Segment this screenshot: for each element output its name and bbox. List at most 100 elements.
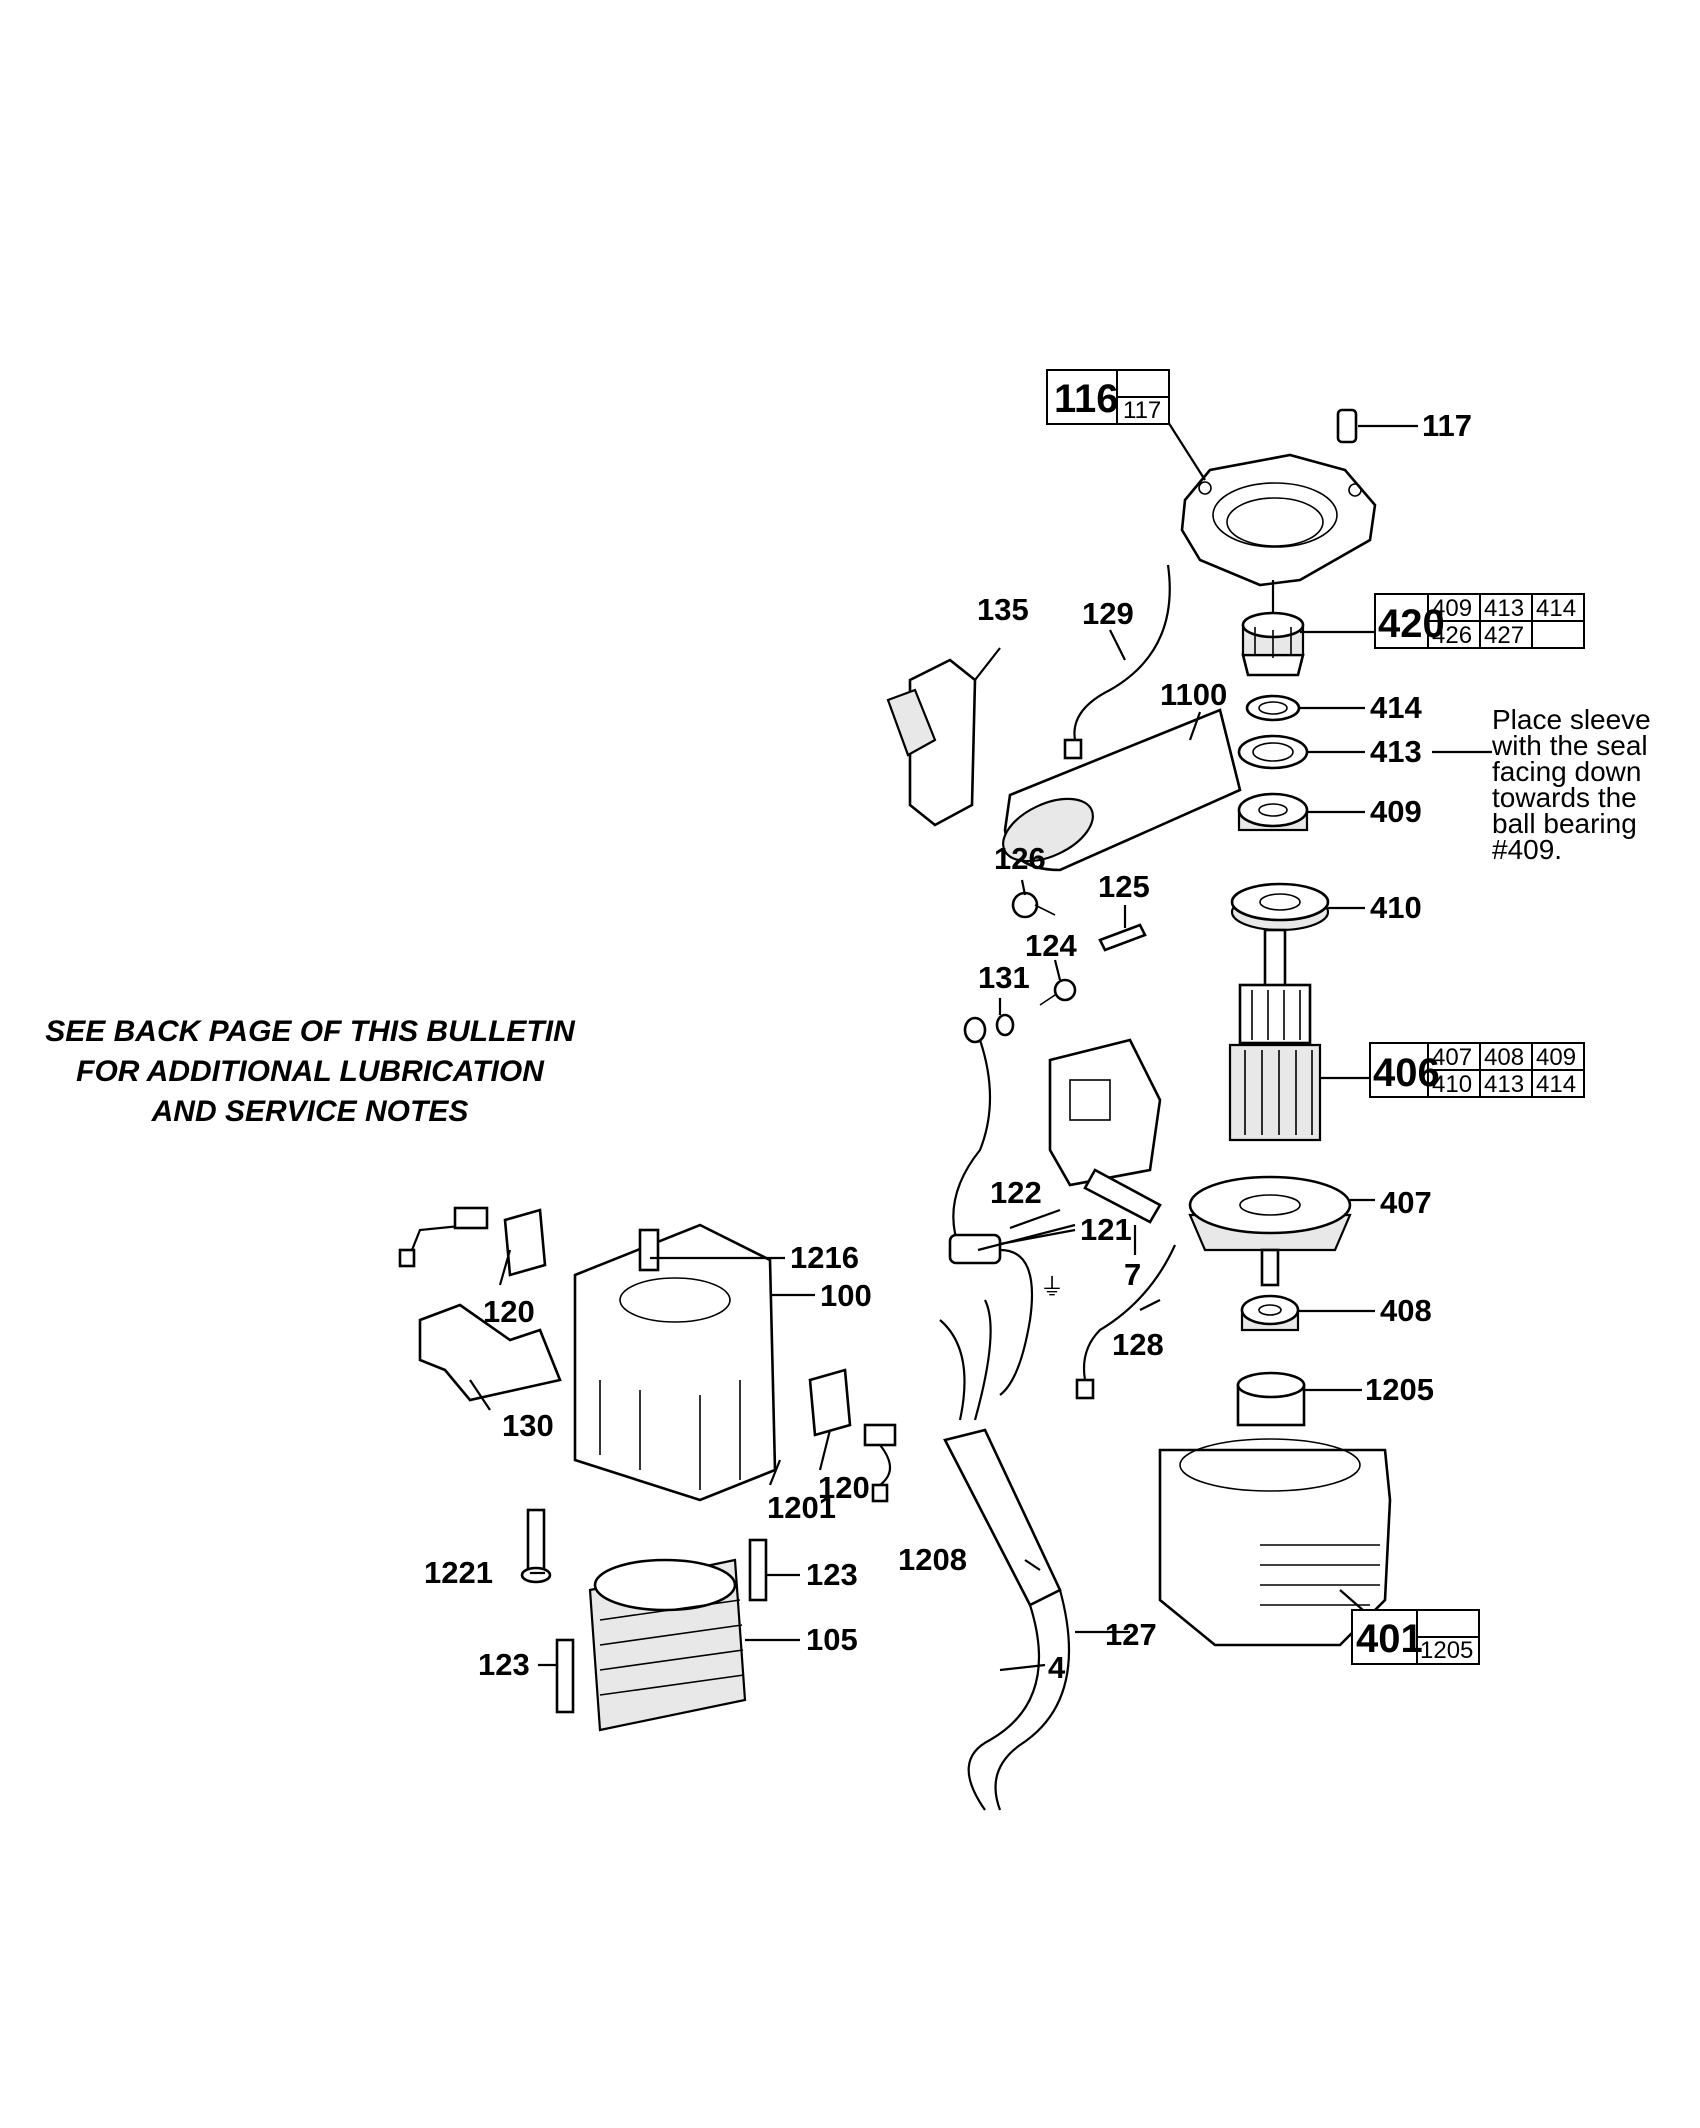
kit-box-406: 406 407 408 409 410 413 414 [1369,1042,1585,1098]
sleeve-note-line-1: Place sleeve [1492,704,1651,735]
bulletin-note-line-3: AND SERVICE NOTES [151,1095,469,1128]
label-4: 4 [1048,1650,1066,1685]
field-coil-part [588,1558,747,1732]
kit-116-main: 116 [1054,377,1119,421]
kit-420-sub-3: 414 [1536,595,1576,622]
sleeve-part [1237,734,1309,770]
sleeve-note: Place sleeve with the seal facing down t… [1492,704,1692,865]
label-408: 408 [1380,1293,1432,1328]
kit-420-main: 420 [1378,602,1445,646]
kit-box-420: 420 409 413 414 426 427 [1374,593,1585,649]
kit-box-116: 116 117 [1046,369,1170,425]
label-117: 117 [1422,408,1472,443]
label-409: 409 [1370,794,1422,829]
label-1208: 1208 [898,1542,967,1577]
armature-part [1228,928,1322,1142]
gear-part [1241,580,1305,677]
label-129: 129 [1082,596,1134,631]
kit-406-sub-6: 414 [1536,1071,1576,1098]
kit-406-main: 406 [1373,1051,1440,1095]
screw-1221-part [520,1508,552,1584]
brush-holder-120-left-part [398,1206,547,1277]
label-1216: 1216 [790,1240,859,1275]
kit-420-sub-5: 427 [1484,622,1524,649]
label-123-lower: 123 [478,1647,530,1682]
ground-symbol: ⏚ [1040,1274,1064,1301]
sleeve-note-line-4: towards the [1492,782,1637,813]
label-407: 407 [1380,1185,1432,1220]
label-100: 100 [820,1278,872,1313]
lower-bearing-part [1240,1294,1300,1332]
switch-part [886,658,977,827]
label-1201: 1201 [767,1490,836,1525]
lead-wire-129-part [1063,564,1171,760]
bulletin-note: SEE BACK PAGE OF THIS BULLETIN FOR ADDIT… [30,1012,590,1132]
label-126: 126 [994,841,1046,876]
kit-401-sub-1: 1205 [1420,1637,1473,1664]
label-105: 105 [806,1622,858,1657]
pin-7-part [1083,1168,1162,1224]
kit-box-401: 401 1205 [1351,1609,1480,1665]
label-124: 124 [1025,928,1077,963]
clamp-part [1098,923,1147,952]
clip-123-upper-part [748,1538,768,1602]
brush-frame-part [1048,1038,1162,1187]
kit-116-sub-1: 117 [1123,397,1161,424]
label-414: 414 [1370,690,1422,725]
label-410: 410 [1370,890,1422,925]
clip-123-lower-part [555,1638,575,1714]
label-122: 122 [990,1175,1042,1210]
kit-420-sub-1: 409 [1432,595,1472,622]
sleeve-note-line-5: ball bearing [1492,808,1637,839]
label-128: 128 [1112,1327,1164,1362]
gear-case-cover-part [1180,453,1377,587]
label-1100: 1100 [1160,677,1227,712]
connector-121-part: ⏚ [948,1233,1064,1396]
label-131: 131 [978,960,1030,995]
ball-bearing-part [1237,792,1309,832]
screw-126-part [1011,891,1056,919]
power-cord-part [967,1589,1071,1811]
label-121: 121 [1080,1212,1132,1247]
kit-406-sub-4: 410 [1432,1071,1472,1098]
washers-131-part [963,1013,1015,1044]
part-labels: 117 135 129 1100 414 413 409 126 125 410… [424,408,1472,1685]
handle-part [1002,708,1242,872]
bulletin-note-line-2: FOR ADDITIONAL LUBRICATION [76,1055,544,1088]
label-127: 127 [1105,1617,1157,1652]
lead-wire-128-part [1075,1244,1177,1400]
sleeve-note-line-2: with the seal [1492,730,1648,761]
kit-406-sub-5: 413 [1484,1071,1524,1098]
armature-gear-part [1188,1175,1352,1287]
brush-bracket-part [418,1303,562,1402]
label-7: 7 [1124,1257,1141,1292]
bearing-plate-part [1230,882,1330,932]
bushing-part [1236,1371,1306,1427]
label-135: 135 [977,592,1029,627]
sleeve-note-line-3: facing down [1492,756,1642,787]
kit-406-sub-3: 409 [1536,1044,1576,1071]
kit-406-sub-2: 408 [1484,1044,1524,1071]
bulletin-note-line-1: SEE BACK PAGE OF THIS BULLETIN [45,1015,575,1048]
label-125: 125 [1098,869,1150,904]
field-housing-part [573,1223,777,1502]
washer-part [1245,694,1301,722]
wire-122-part [952,1039,992,1251]
kit-406-sub-1: 407 [1432,1044,1472,1071]
pin-part [1336,408,1358,444]
label-123-upper: 123 [806,1557,858,1592]
label-1221: 1221 [424,1555,493,1590]
kit-401-main: 401 [1356,1617,1423,1661]
label-120-right: 120 [818,1470,870,1505]
sleeve-note-line-6: #409. [1492,834,1563,865]
kit-420-sub-2: 413 [1484,595,1524,622]
label-413: 413 [1370,734,1422,769]
brush-holder-120-right-part [808,1368,897,1503]
kit-420-sub-4: 426 [1432,622,1472,649]
motor-housing-part [1158,1438,1392,1647]
screw-124-part [1039,978,1077,1006]
label-130: 130 [502,1408,554,1443]
label-1205: 1205 [1365,1372,1434,1407]
label-120-left: 120 [483,1294,535,1329]
